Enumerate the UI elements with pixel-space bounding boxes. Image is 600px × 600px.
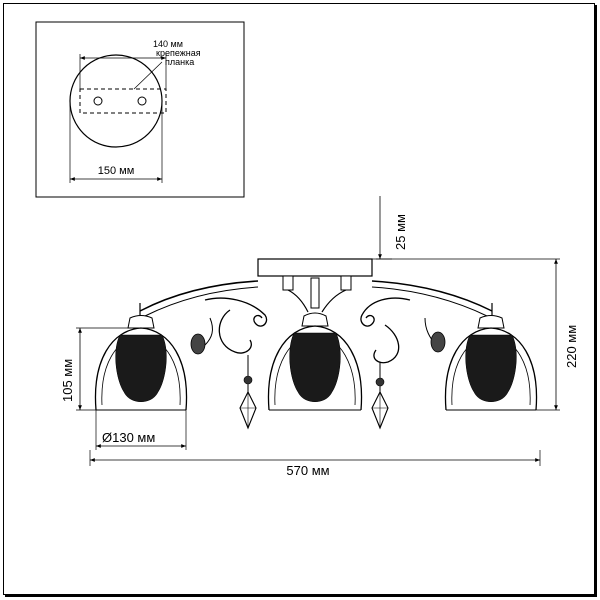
left-crystal-bead — [243, 375, 253, 385]
bracket-leader-line — [133, 61, 163, 90]
base-plate-circle — [69, 54, 163, 148]
bracket-label-line2: планка — [165, 57, 194, 67]
left-shade-outline — [94, 327, 188, 411]
left-decorative-bud — [190, 333, 206, 355]
left-decorative-scroll — [204, 297, 268, 354]
center-shade-cap — [301, 312, 329, 327]
canopy-post-right — [340, 275, 352, 291]
right-crystal-facets — [372, 392, 388, 428]
right-decorative-scroll — [360, 297, 411, 364]
left-main-arm-inner — [144, 286, 259, 317]
chandelier-drawing — [94, 258, 538, 430]
right-decorative-bud — [430, 331, 446, 353]
right-lamp-shade — [444, 303, 538, 411]
left-crystal-facets — [240, 392, 256, 428]
center-rod — [310, 277, 320, 309]
ceiling-canopy — [257, 258, 373, 277]
left-lamp-shade — [94, 303, 188, 411]
right-shade-outline — [444, 327, 538, 411]
right-crystal-bead — [375, 377, 385, 387]
right-main-arm-inner — [371, 286, 488, 317]
total-width-label: 570 мм — [286, 463, 329, 478]
left-leaf-stem — [204, 317, 213, 346]
total-height-label: 220 мм — [564, 325, 579, 368]
center-crystal-cluster — [289, 332, 341, 402]
dimensions — [76, 196, 560, 466]
center-arm-right — [321, 289, 347, 313]
right-main-arm-outer — [371, 280, 493, 312]
bracket-hole-right — [137, 96, 147, 106]
outer-frame — [3, 3, 595, 595]
canopy-post-left — [282, 275, 294, 291]
mounting-bracket-outline — [79, 88, 167, 114]
mount-width-label: 140 мм — [153, 39, 183, 49]
mount-plate-inset: 140 мм крепежная планка 150 мм — [35, 21, 245, 198]
center-arm-left — [287, 289, 309, 313]
center-lamp-shade — [267, 312, 363, 411]
right-crystal-cluster — [465, 334, 517, 402]
left-main-arm-outer — [139, 280, 259, 312]
left-crystal-cluster — [115, 334, 167, 402]
bracket-hole-left — [93, 96, 103, 106]
base-diameter-label: 150 мм — [98, 165, 135, 177]
rod-height-label: 25 мм — [393, 214, 408, 250]
shade-diameter-label: Ø130 мм — [102, 430, 155, 445]
right-shade-cap — [477, 315, 505, 329]
center-shade-outline — [267, 325, 363, 411]
shade-height-label: 105 мм — [60, 359, 75, 402]
left-shade-cap — [127, 315, 155, 329]
bracket-label-line1: крепежная — [156, 48, 201, 58]
